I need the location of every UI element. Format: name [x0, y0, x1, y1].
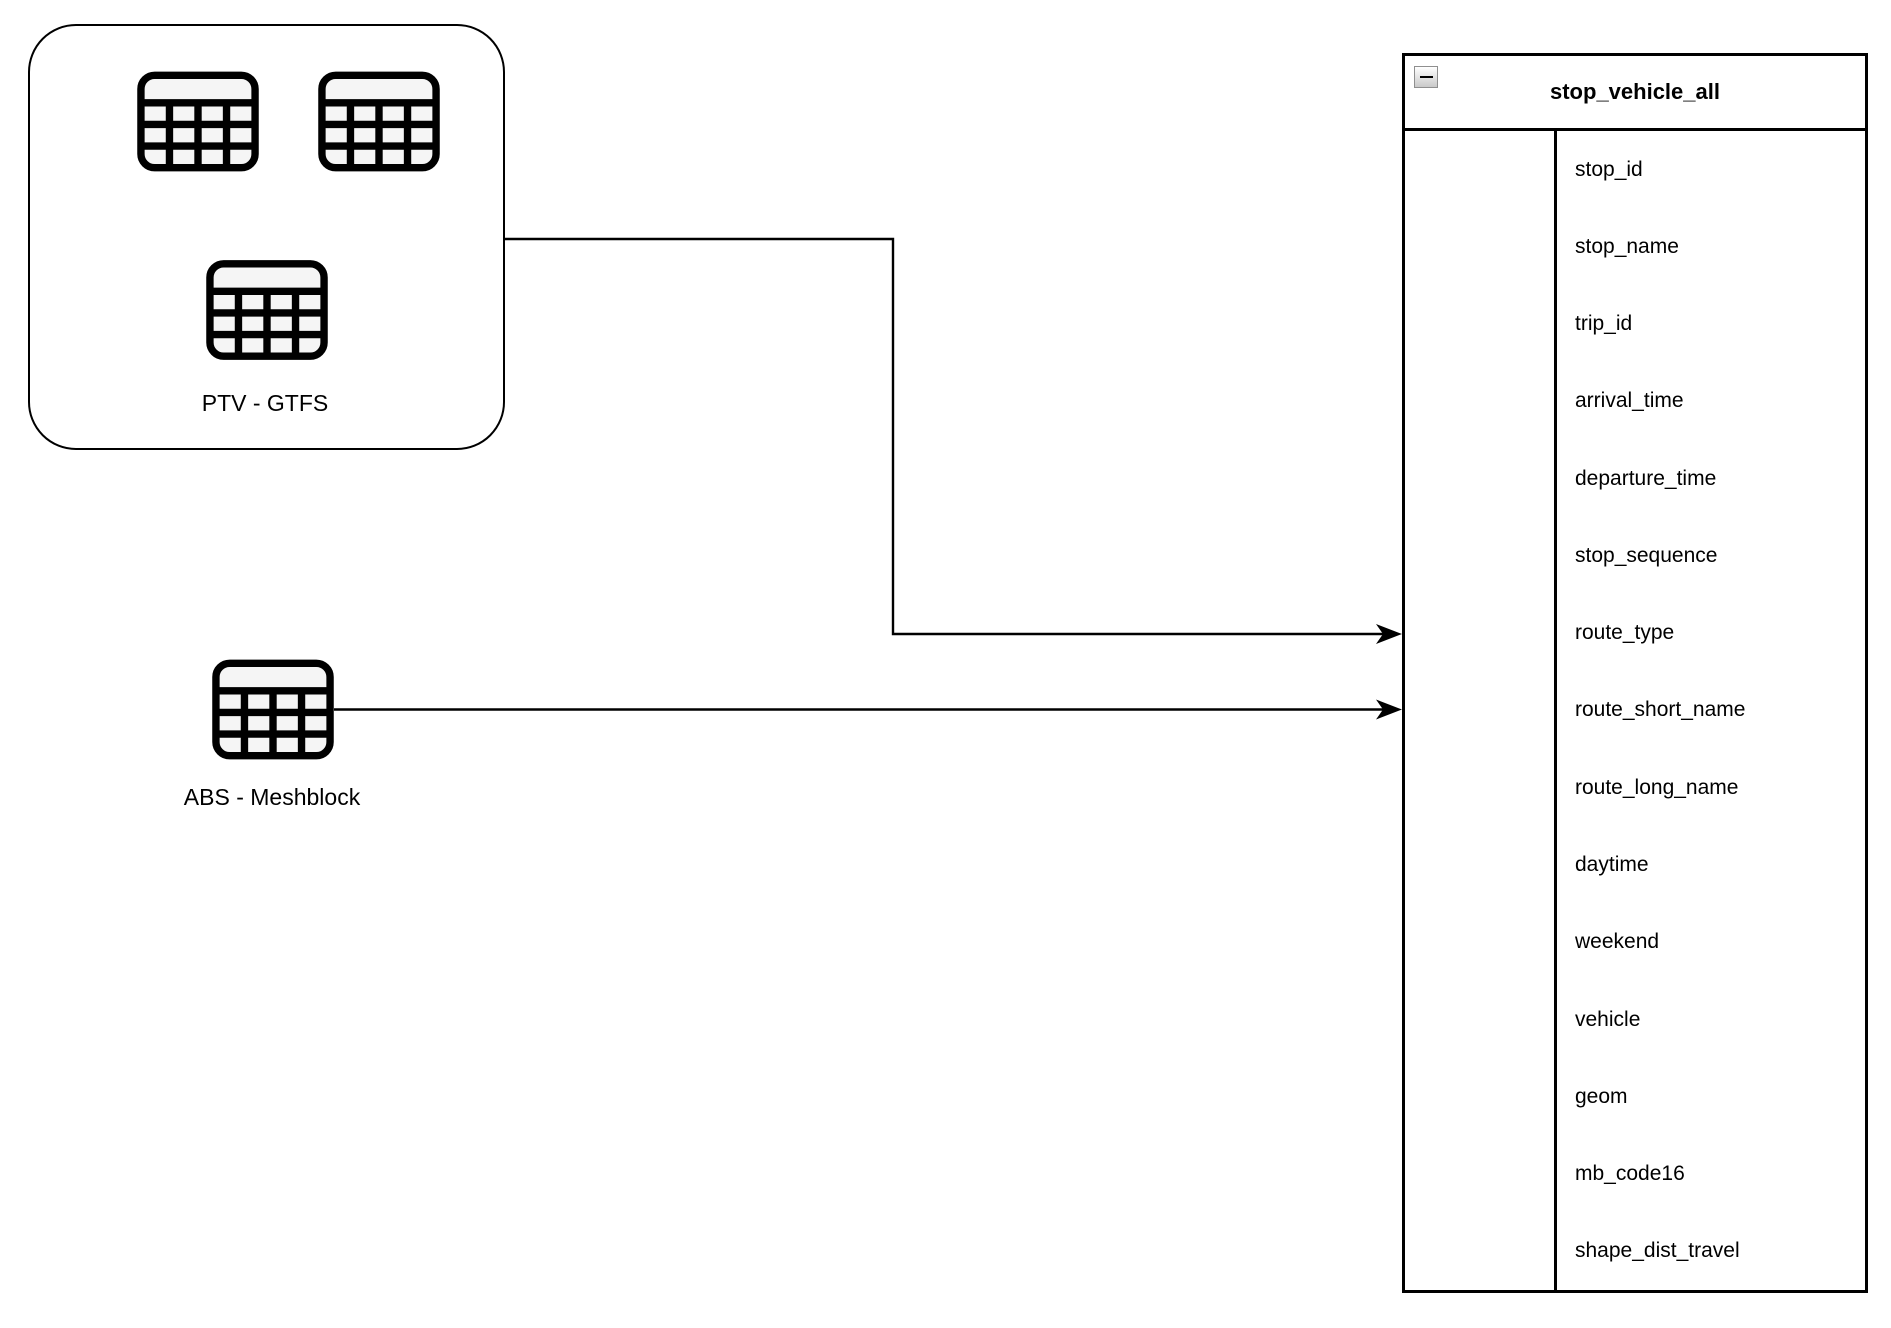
entity-field: vehicle [1575, 1007, 1641, 1031]
entity-field: daytime [1575, 853, 1649, 877]
table-icon [137, 71, 259, 172]
entity-title: stop_vehicle_all [1550, 79, 1720, 104]
entity-field: stop_id [1575, 157, 1643, 181]
table-icon [212, 659, 334, 760]
entity-field: route_short_name [1575, 698, 1746, 722]
arrowhead-ptv-icon [1376, 624, 1402, 644]
table-icon [318, 71, 440, 172]
table-icon [206, 260, 328, 360]
collapse-button[interactable] [1414, 66, 1438, 88]
entity-field: geom [1575, 1084, 1628, 1108]
entity-field-list: stop_id stop_name trip_id arrival_time d… [1557, 131, 1865, 1290]
entity-field: route_long_name [1575, 775, 1739, 799]
arrowhead-abs-icon [1376, 699, 1402, 720]
minus-icon [1419, 76, 1433, 78]
entity-stop-vehicle-all: stop_vehicle_all stop_id stop_name trip_… [1402, 53, 1868, 1293]
entity-field: weekend [1575, 930, 1660, 954]
entity-body: stop_id stop_name trip_id arrival_time d… [1405, 131, 1865, 1290]
connector-ptv-to-entity [505, 237, 1386, 636]
entity-key-gutter [1405, 131, 1557, 1290]
entity-field: trip_id [1575, 312, 1633, 336]
entity-field: mb_code16 [1575, 1162, 1685, 1186]
entity-field: stop_sequence [1575, 543, 1718, 567]
entity-field: shape_dist_travel [1575, 1239, 1740, 1263]
entity-field: route_type [1575, 621, 1675, 645]
entity-field: arrival_time [1575, 389, 1684, 413]
ptv-gtfs-label: PTV - GTFS [201, 390, 329, 416]
entity-field: stop_name [1575, 234, 1679, 258]
abs-meshblock-label: ABS - Meshblock [183, 784, 361, 810]
entity-header: stop_vehicle_all [1405, 56, 1865, 131]
entity-field: departure_time [1575, 466, 1717, 490]
